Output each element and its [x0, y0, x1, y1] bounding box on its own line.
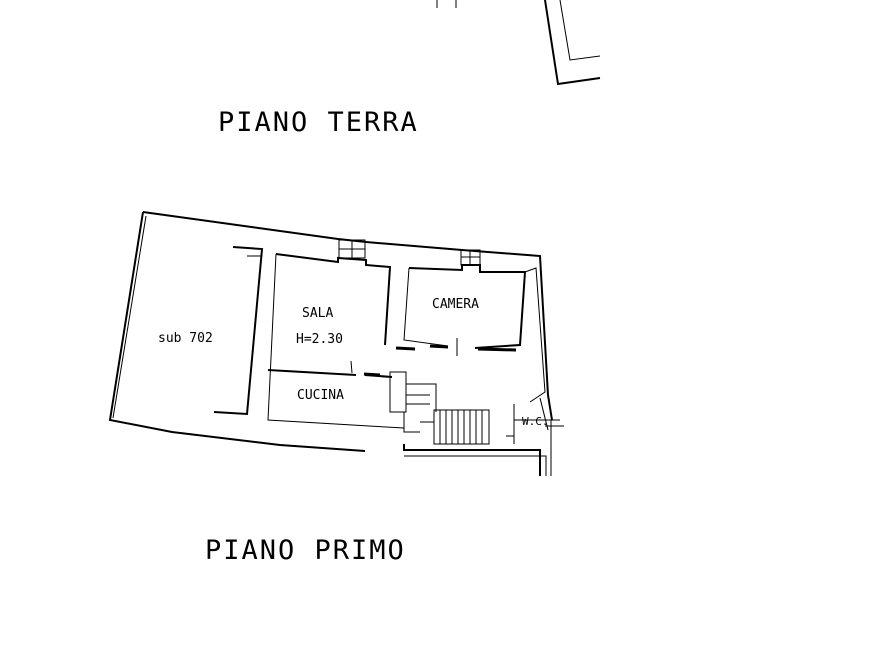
room-label-sala-height: H=2.30	[296, 332, 343, 347]
room-label-camera: CAMERA	[432, 297, 479, 312]
room-label-sala: SALA	[302, 306, 333, 321]
first-floor-title: PIANO PRIMO	[205, 535, 406, 566]
staircase	[389, 371, 490, 445]
ground-floor-fragment	[436, 0, 601, 86]
ground-floor-title: PIANO TERRA	[218, 107, 419, 138]
first-floor-plan	[108, 211, 564, 476]
room-label-sub: sub 702	[158, 331, 213, 346]
room-label-wc: W.C.	[522, 415, 549, 428]
room-label-cucina: CUCINA	[297, 388, 344, 403]
